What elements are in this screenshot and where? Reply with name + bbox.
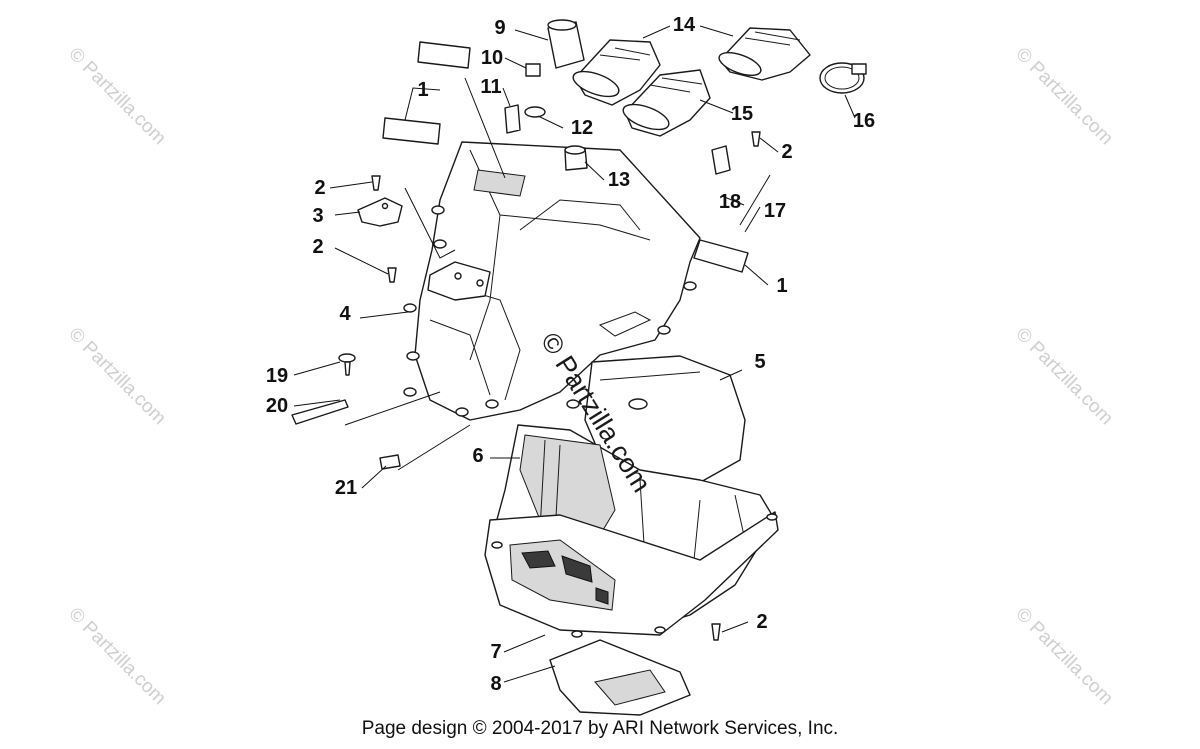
- callout-16: 16: [853, 110, 875, 132]
- intake-boots: [572, 27, 811, 137]
- callout-4: 4: [339, 303, 351, 325]
- callout-17: 17: [764, 200, 786, 222]
- callout-9: 9: [494, 17, 505, 39]
- callout-3: 3: [312, 205, 323, 227]
- callout-15: 15: [731, 103, 753, 125]
- air-filter: [549, 639, 691, 716]
- airbox-upper-housing: [403, 141, 701, 421]
- watermark-top-left: © Partzilla.com: [64, 44, 169, 149]
- callout-1: 1: [776, 275, 787, 297]
- callout-11: 11: [480, 76, 501, 98]
- airbox-base-tray: [484, 511, 779, 638]
- hose-clamp: [819, 62, 867, 94]
- callout-2: 2: [312, 236, 323, 258]
- callout-12: 12: [571, 117, 593, 139]
- small-hardware: [291, 19, 761, 641]
- callout-19: 19: [266, 365, 288, 387]
- watermark-mid-left: © Partzilla.com: [64, 324, 169, 429]
- callout-2: 2: [781, 141, 792, 163]
- callout-5: 5: [754, 351, 765, 373]
- callout-20: 20: [266, 395, 288, 417]
- callout-6: 6: [472, 445, 483, 467]
- airbox-cover: [584, 355, 746, 489]
- callout-8: 8: [490, 673, 501, 695]
- callout-14: 14: [673, 14, 696, 36]
- watermark-bottom-left: © Partzilla.com: [64, 604, 169, 709]
- callout-10: 10: [481, 47, 503, 69]
- callout-7: 7: [490, 641, 501, 663]
- callout-1: 1: [417, 79, 428, 101]
- callout-13: 13: [608, 169, 630, 191]
- watermark-bottom-right: © Partzilla.com: [1011, 604, 1116, 709]
- footer-copyright: Page design © 2004-2017 by ARI Network S…: [361, 718, 839, 739]
- callout-2: 2: [756, 611, 767, 633]
- watermark-mid-right: © Partzilla.com: [1011, 324, 1116, 429]
- leader-lines: [293, 25, 856, 683]
- callout-18: 18: [719, 191, 741, 213]
- callout-2: 2: [314, 177, 325, 199]
- watermark-top-right: © Partzilla.com: [1011, 44, 1116, 149]
- callout-21: 21: [335, 477, 357, 499]
